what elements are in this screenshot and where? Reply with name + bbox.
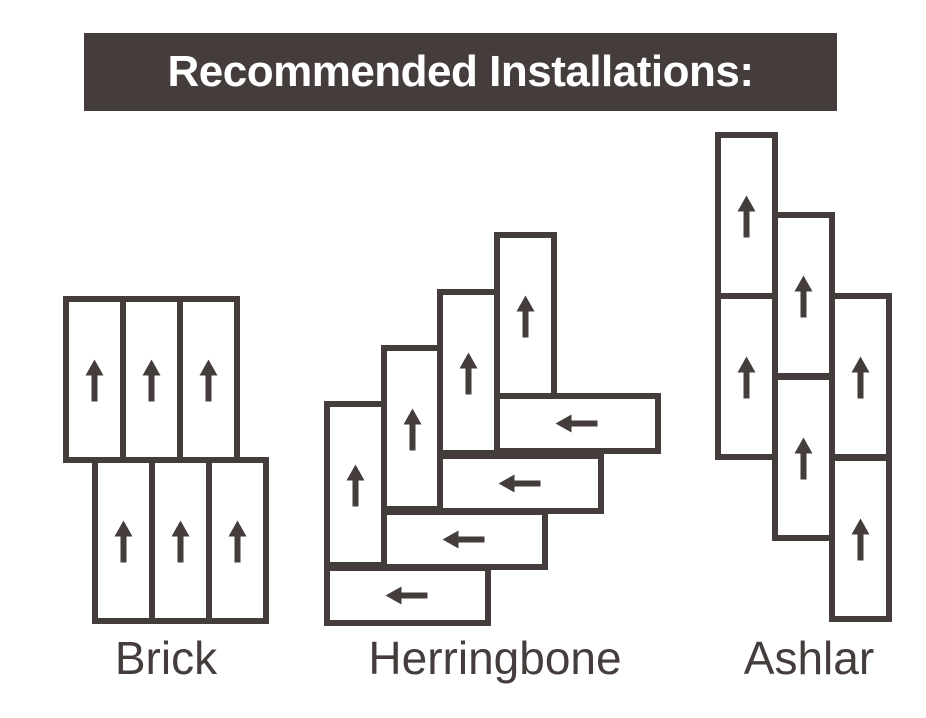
ashlar-tile [772,212,835,379]
title-banner: Recommended Installations: [84,33,837,111]
arrow-up-head [228,520,247,537]
arrow-up-head [403,408,422,425]
arrow-up-head [737,195,756,212]
arrow-left-head [555,414,572,433]
caption-ashlar: Ashlar [743,632,875,684]
ashlar-tile [715,132,778,299]
brick-tile [63,296,126,463]
brick-tile [120,296,183,463]
brick-pattern [63,296,269,624]
brick-tile [149,457,212,624]
herringbone-tile-horizontal [324,565,491,626]
herringbone-tile-horizontal [494,393,661,454]
arrow-up-head [516,295,535,312]
caption-herringbone: Herringbone [368,632,622,684]
herringbone-tile-horizontal [381,509,548,570]
brick-tile [92,457,155,624]
arrow-left-head [385,586,402,605]
ashlar-tile [772,374,835,541]
arrow-up-head [851,518,870,535]
arrow-up-head [142,359,161,376]
arrow-left-head [442,530,459,549]
brick-tile [206,457,269,624]
arrow-up-head [459,352,478,369]
arrow-up-head [114,520,133,537]
arrow-up-head [171,520,190,537]
herringbone-tile-vertical [494,232,557,399]
page-title: Recommended Installations: [167,47,754,96]
herringbone-pattern [324,232,661,626]
arrow-up-head [346,464,365,481]
arrow-left-head [498,474,515,493]
arrow-up-head [199,359,218,376]
arrow-up-head [737,356,756,373]
ashlar-tile [829,455,892,622]
herringbone-tile-vertical [324,401,387,568]
arrow-up-head [794,437,813,454]
herringbone-tile-vertical [381,345,444,512]
arrow-up-head [85,359,104,376]
herringbone-tile-horizontal [437,453,604,514]
herringbone-tile-vertical [437,289,500,456]
arrow-up-head [794,275,813,292]
ashlar-pattern [715,132,892,622]
ashlar-tile [715,293,778,460]
ashlar-tile [829,293,892,460]
brick-tile [177,296,240,463]
caption-brick: Brick [114,632,218,684]
arrow-up-head [851,356,870,373]
